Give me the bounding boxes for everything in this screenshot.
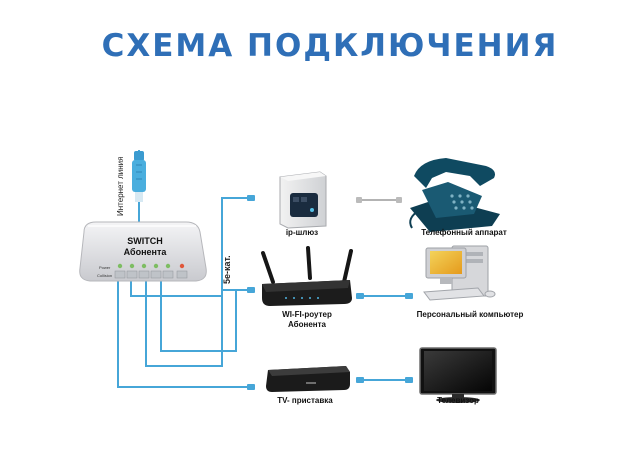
- connectors: [247, 195, 413, 390]
- switch-collision-label: Collision: [97, 273, 113, 278]
- ip-gateway-icon: [279, 171, 327, 229]
- switch-title: SWITCH: [127, 236, 163, 246]
- phone-icon: [409, 158, 500, 232]
- ip-gateway-label: ip-шлюз: [285, 228, 319, 237]
- cable-to-tvbox: [117, 278, 248, 388]
- switch-power-label: Power: [99, 265, 111, 270]
- router-label-line1: WI-FI-роутер: [282, 310, 332, 319]
- phone-label: Телефонный аппарат: [421, 228, 507, 237]
- tv-box-icon: [266, 366, 350, 392]
- tv-icon: [419, 347, 497, 403]
- cable-router-wan: [160, 278, 237, 352]
- router-label-line2: Абонента: [288, 320, 326, 329]
- cable-category-label: 5е-кат.: [222, 255, 232, 284]
- page-title: СХЕМА ПОДКЛЮЧЕНИЯ: [101, 28, 559, 64]
- cable-to-router: [145, 278, 248, 367]
- router-icon: [261, 246, 353, 306]
- tv-box-label: TV- приставка: [277, 396, 333, 405]
- pc-icon: [423, 245, 496, 301]
- pc-label: Персональный компьютер: [416, 310, 524, 319]
- switch-subtitle: Абонента: [123, 247, 167, 257]
- ethernet-plug-icon: [132, 151, 146, 202]
- internet-line-label: Интернет линия: [116, 156, 125, 216]
- tv-label: Телевизор: [437, 396, 479, 405]
- switch-icon: [79, 221, 207, 282]
